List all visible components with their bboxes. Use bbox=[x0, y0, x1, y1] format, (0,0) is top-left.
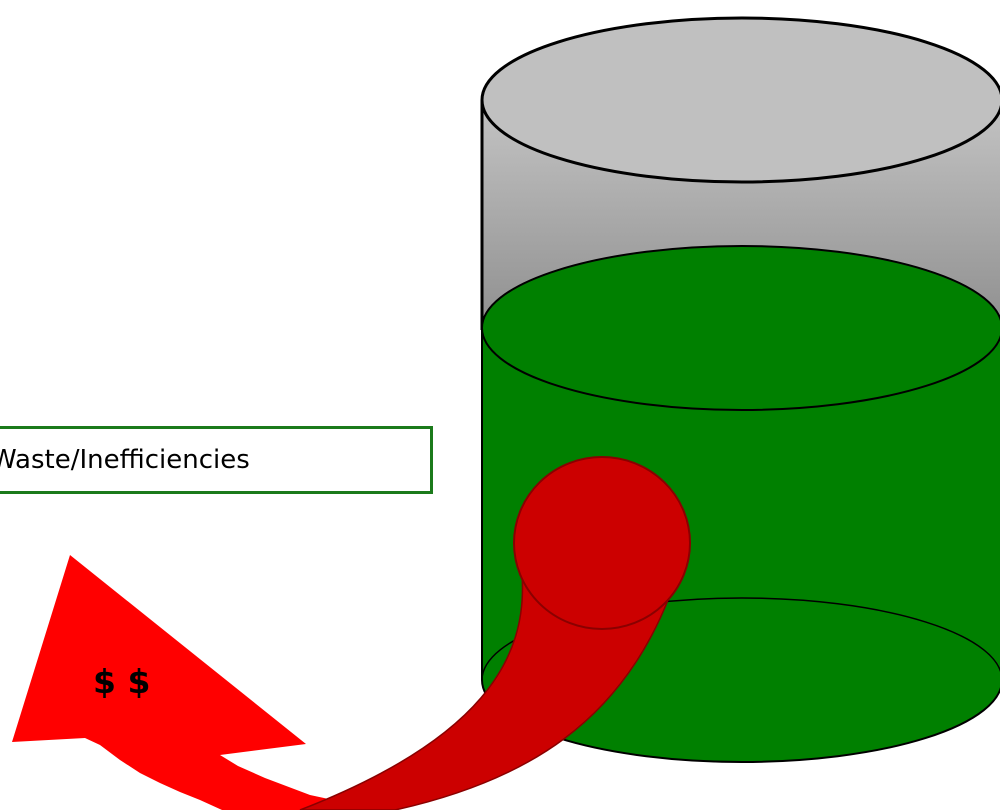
tank-bottom-rim bbox=[481, 597, 1000, 681]
waste-label: Waste/Inefficiencies bbox=[0, 445, 250, 475]
money-label: $ $ bbox=[93, 662, 150, 701]
money-arrow bbox=[12, 555, 380, 810]
leak-hole bbox=[513, 456, 691, 630]
tank-top-rim bbox=[480, 16, 1000, 184]
liquid-surface bbox=[481, 245, 1000, 411]
waste-label-box: Waste/Inefficiencies bbox=[0, 426, 433, 494]
leak-stream bbox=[299, 574, 670, 810]
